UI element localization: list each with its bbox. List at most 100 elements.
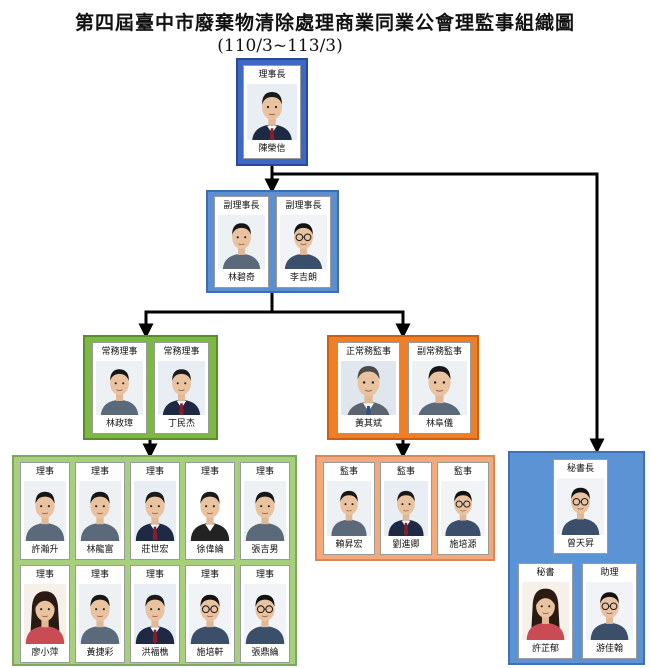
- member-photo: [134, 481, 176, 541]
- member-role: 監事: [453, 467, 472, 477]
- member-card: 副常務監事 林阜儀: [408, 342, 471, 434]
- portrait-icon: [244, 481, 286, 541]
- member-name: 游佳翰: [595, 644, 623, 654]
- directors-group: 理事 許瀚升 理事 林龍富 理事 莊世宏 理事 徐偉綸 理事 張吉男 理事 廖小…: [12, 455, 297, 666]
- portrait-icon: [280, 215, 327, 269]
- member-card: 常務理事 林政璋: [92, 342, 147, 434]
- portrait-icon: [247, 84, 297, 140]
- portrait-icon: [341, 361, 396, 415]
- member-name: 林龍富: [86, 545, 114, 555]
- connector-chairman-secretary: [272, 172, 605, 454]
- member-card: 理事 洪福樵: [130, 565, 180, 663]
- portrait-icon: [79, 584, 121, 644]
- member-role: 副理事長: [223, 201, 260, 211]
- member-role: 理事: [90, 467, 109, 477]
- member-card: 監事 施培源: [437, 462, 489, 555]
- member-name: 施培軒: [196, 648, 224, 658]
- member-card: 秘書 許芷郁: [518, 563, 573, 659]
- member-photo: [24, 481, 66, 541]
- member-role: 秘書: [536, 568, 555, 578]
- member-role: 常務理事: [163, 347, 200, 357]
- member-name: 林阜儀: [425, 419, 453, 429]
- member-name: 黃其斌: [354, 419, 382, 429]
- member-card: 副理事長 李吉朗: [276, 196, 331, 288]
- member-name: 張吉男: [251, 545, 279, 555]
- member-name: 許瀚升: [31, 545, 59, 555]
- member-card: 理事 徐偉綸: [185, 462, 235, 560]
- connector-vice-split: [144, 310, 405, 330]
- portrait-icon: [384, 481, 428, 536]
- member-role: 理事: [200, 570, 219, 580]
- member-role: 監事: [396, 467, 415, 477]
- member-photo: [244, 481, 286, 541]
- member-name: 廖小萍: [31, 648, 59, 658]
- member-card: 常務理事 丁民杰: [154, 342, 209, 434]
- portrait-icon: [24, 584, 66, 644]
- portrait-icon: [96, 361, 143, 415]
- member-photo: [384, 481, 428, 536]
- member-name: 許芷郁: [531, 644, 559, 654]
- member-role: 副常務監事: [416, 347, 462, 357]
- member-photo: [327, 481, 371, 536]
- member-card: 秘書長 曾天昇: [553, 459, 608, 554]
- member-role: 正常務監事: [345, 347, 391, 357]
- member-name: 林政璋: [105, 419, 133, 429]
- portrait-icon: [557, 478, 604, 535]
- member-photo: [158, 361, 205, 415]
- portrait-icon: [134, 481, 176, 541]
- portrait-icon: [218, 215, 265, 269]
- member-card: 理事 張鼎綸: [240, 565, 290, 663]
- member-role: 理事: [35, 467, 54, 477]
- member-name: 洪福樵: [141, 648, 169, 658]
- member-name: 李吉朗: [289, 273, 317, 283]
- member-role: 秘書長: [566, 464, 594, 474]
- portrait-icon: [79, 481, 121, 541]
- portrait-icon: [586, 582, 633, 640]
- portrait-icon: [189, 481, 231, 541]
- member-photo: [522, 582, 569, 640]
- member-photo: [412, 361, 467, 415]
- chairman-group: 理事長 陳榮信: [236, 58, 308, 166]
- member-photo: [247, 84, 297, 140]
- member-photo: [586, 582, 633, 640]
- portrait-icon: [522, 582, 569, 640]
- portrait-icon: [189, 584, 231, 644]
- member-role: 監事: [339, 467, 358, 477]
- member-card: 監事 劉進卿: [380, 462, 432, 555]
- member-photo: [341, 361, 396, 415]
- portrait-icon: [158, 361, 205, 415]
- member-role: 理事: [200, 467, 219, 477]
- member-card: 理事 莊世宏: [130, 462, 180, 560]
- member-role: 副理事長: [285, 201, 322, 211]
- member-photo: [189, 481, 231, 541]
- portrait-icon: [24, 481, 66, 541]
- portrait-icon: [134, 584, 176, 644]
- portrait-icon: [412, 361, 467, 415]
- portrait-icon: [244, 584, 286, 644]
- member-name: 丁民杰: [167, 419, 195, 429]
- member-name: 莊世宏: [141, 545, 169, 555]
- member-role: 理事: [35, 570, 54, 580]
- member-card: 理事 張吉男: [240, 462, 290, 560]
- member-name: 賴昇宏: [335, 540, 363, 550]
- member-role: 理事: [255, 570, 274, 580]
- member-name: 黃捷彩: [86, 648, 114, 658]
- standing-directors-group: 常務理事 林政璋 常務理事 丁民杰: [83, 335, 218, 440]
- member-card: 理事長 陳榮信: [243, 65, 301, 159]
- member-card: 理事 施培軒: [185, 565, 235, 663]
- member-photo: [557, 478, 604, 535]
- member-photo: [244, 584, 286, 644]
- member-role: 理事: [145, 467, 164, 477]
- member-name: 林碧奇: [227, 273, 255, 283]
- member-photo: [96, 361, 143, 415]
- member-name: 施培源: [449, 540, 477, 550]
- member-photo: [79, 584, 121, 644]
- member-photo: [441, 481, 485, 536]
- member-role: 理事: [255, 467, 274, 477]
- member-role: 理事: [145, 570, 164, 580]
- supervisors-group: 監事 賴昇宏 監事 劉進卿 監事 施培源: [315, 455, 495, 561]
- member-role: 理事長: [258, 70, 286, 80]
- member-card: 監事 賴昇宏: [323, 462, 375, 555]
- standing-supervisors-group: 正常務監事 黃其斌 副常務監事 林阜儀: [327, 335, 479, 440]
